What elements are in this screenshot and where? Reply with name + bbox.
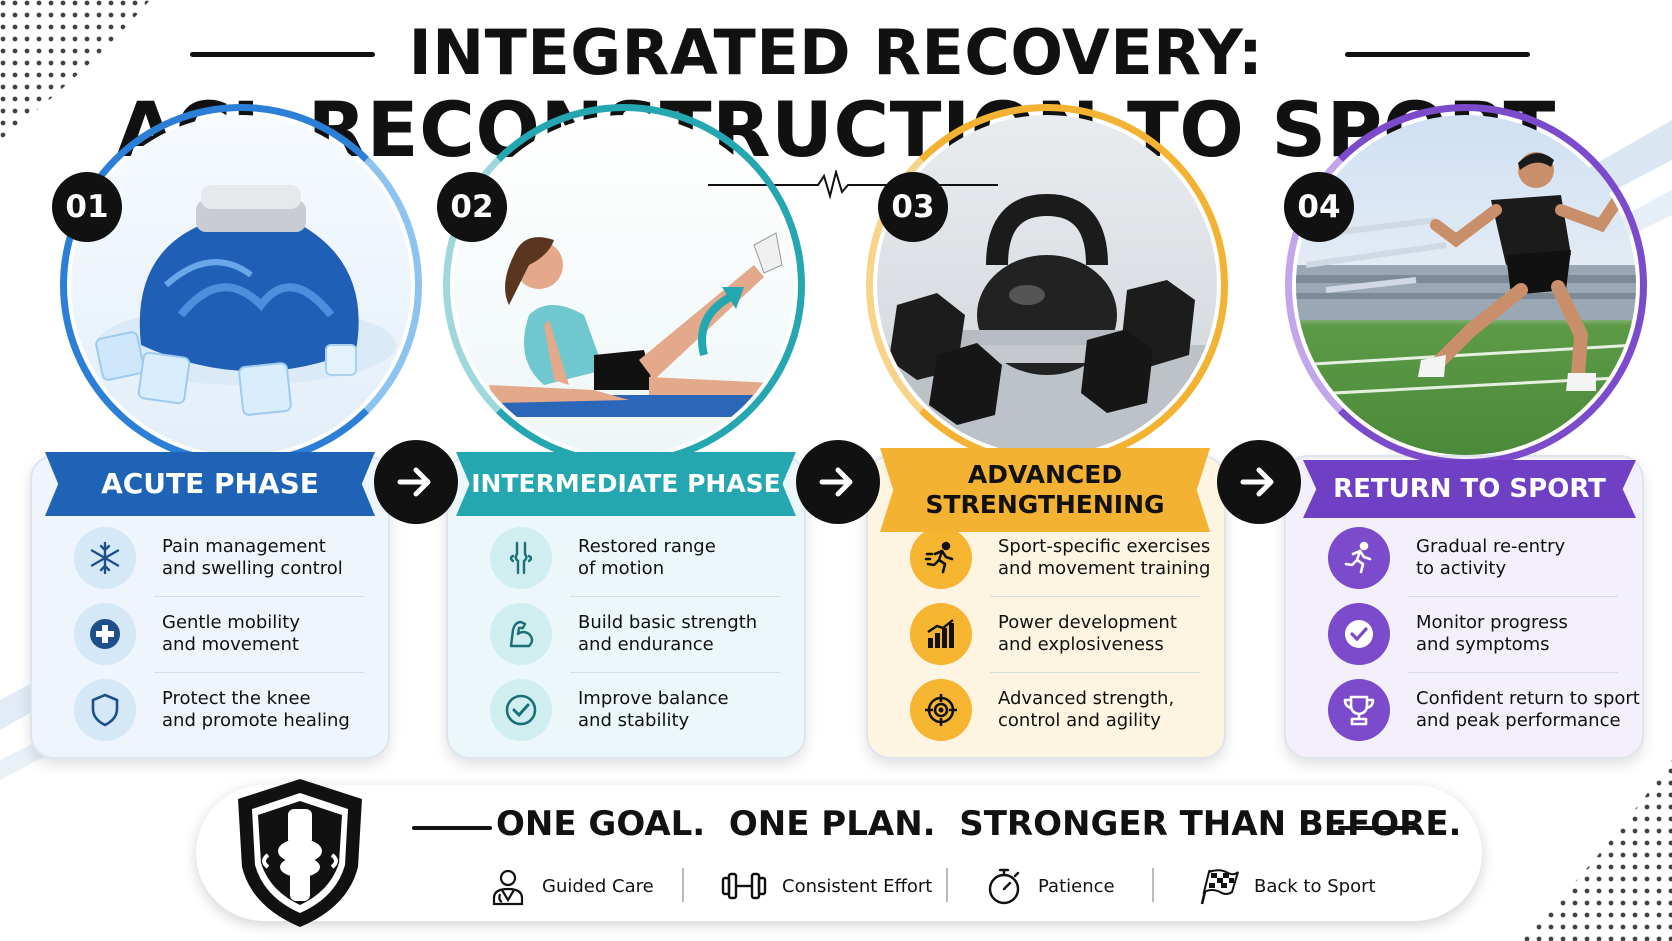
slogan: ONE GOAL. ONE PLAN. STRONGER THAN BEFORE… bbox=[496, 804, 1462, 844]
sprinter-icon bbox=[1296, 152, 1636, 397]
phase-title-intermediate: INTERMEDIATE PHASE bbox=[456, 452, 796, 516]
value-divider bbox=[946, 868, 948, 902]
knee-shield-logo-icon bbox=[238, 779, 362, 927]
phase-item: Confident return to sport and peak perfo… bbox=[1284, 672, 1644, 748]
leg-raise-exercise-icon bbox=[474, 232, 794, 417]
phase-item-text: Advanced strength, control and agility bbox=[998, 688, 1175, 731]
phase-item-text: Gradual re-entry to activity bbox=[1416, 536, 1566, 579]
stopwatch-icon bbox=[988, 868, 1020, 905]
item-divider bbox=[570, 672, 780, 673]
kettlebell-dumbbell-icon bbox=[877, 193, 1217, 455]
medical-cross-icon bbox=[74, 603, 136, 665]
value-guided-care: Guided Care bbox=[488, 864, 654, 908]
arrow-right-icon bbox=[1240, 467, 1274, 497]
phase-item: Sport-specific exercises and movement tr… bbox=[866, 520, 1226, 596]
value-patience: Patience bbox=[984, 864, 1115, 908]
value-back-to-sport: Back to Sport bbox=[1196, 864, 1376, 908]
phase-item: Restored range of motion bbox=[446, 520, 806, 596]
phase-item: Advanced strength, control and agility bbox=[866, 672, 1226, 748]
item-divider bbox=[154, 672, 364, 673]
phase-item-text: Confident return to sport and peak perfo… bbox=[1416, 688, 1640, 731]
phase-title-return: RETURN TO SPORT bbox=[1303, 460, 1636, 518]
step-number-04: 04 bbox=[1284, 172, 1354, 242]
target-icon bbox=[910, 679, 972, 741]
phase-item: Gentle mobility and movement bbox=[30, 596, 390, 672]
checkered-flag-icon bbox=[1200, 869, 1239, 905]
step-number-01: 01 bbox=[52, 172, 122, 242]
arrow-right-icon bbox=[819, 467, 853, 497]
phase-item-text: Restored range of motion bbox=[578, 536, 716, 579]
item-divider bbox=[1408, 596, 1618, 597]
title-rule-right bbox=[1345, 52, 1530, 57]
phase-title-return-text: RETURN TO SPORT bbox=[1333, 474, 1606, 504]
phase-image-sprinter bbox=[1296, 115, 1636, 455]
phase-image-leg-raise bbox=[454, 115, 794, 455]
phase-title-advanced: ADVANCED STRENGTHENING bbox=[880, 448, 1210, 532]
item-divider bbox=[570, 596, 780, 597]
flexed-arm-icon bbox=[490, 603, 552, 665]
phase-item-text: Improve balance and stability bbox=[578, 688, 729, 731]
phase-item-text: Build basic strength and endurance bbox=[578, 612, 758, 655]
next-arrow-3 bbox=[1217, 440, 1301, 524]
value-divider bbox=[1152, 868, 1154, 902]
phase-title-advanced-text: ADVANCED STRENGTHENING bbox=[925, 460, 1165, 519]
phase-item: Monitor progress and symptoms bbox=[1284, 596, 1644, 672]
phase-item: Improve balance and stability bbox=[446, 672, 806, 748]
title-line-2: ACL RECONSTRUCTION TO SPORT bbox=[116, 85, 1556, 174]
phase-image-weights bbox=[877, 115, 1217, 455]
snowflake-icon bbox=[74, 527, 136, 589]
value-label: Guided Care bbox=[542, 875, 654, 897]
shield-icon bbox=[74, 679, 136, 741]
phase-item-text: Power development and explosiveness bbox=[998, 612, 1177, 655]
item-divider bbox=[990, 596, 1200, 597]
item-divider bbox=[154, 596, 364, 597]
slogan-rule-left bbox=[412, 826, 492, 830]
phase-item: Gradual re-entry to activity bbox=[1284, 520, 1644, 596]
arrow-right-icon bbox=[397, 467, 431, 497]
slogan-rule-right bbox=[1338, 826, 1418, 830]
value-consistent-effort: Consistent Effort bbox=[720, 864, 932, 908]
item-divider bbox=[990, 672, 1200, 673]
title-line-1: INTEGRATED RECOVERY: bbox=[408, 16, 1264, 89]
phase-item: Power development and explosiveness bbox=[866, 596, 1226, 672]
ice-pack-icon bbox=[95, 185, 396, 416]
value-label: Patience bbox=[1038, 875, 1115, 897]
next-arrow-1 bbox=[374, 440, 458, 524]
value-divider bbox=[682, 868, 684, 902]
phase-title-intermediate-text: INTERMEDIATE PHASE bbox=[471, 469, 781, 498]
doctor-icon bbox=[492, 869, 524, 906]
bar-chart-icon bbox=[910, 603, 972, 665]
phase-image-ice-pack bbox=[71, 115, 411, 455]
step-number-02: 02 bbox=[437, 172, 507, 242]
dumbbell-icon bbox=[721, 872, 767, 900]
phase-title-acute: ACUTE PHASE bbox=[45, 452, 375, 516]
phase-item-text: Protect the knee and promote healing bbox=[162, 688, 350, 731]
step-number-03: 03 bbox=[878, 172, 948, 242]
phase-title-acute-text: ACUTE PHASE bbox=[101, 467, 319, 500]
heartbeat-line-icon bbox=[708, 170, 998, 200]
page-title: INTEGRATED RECOVERY: ACL RECONSTRUCTION … bbox=[0, 18, 1672, 172]
phase-item-text: Pain management and swelling control bbox=[162, 536, 343, 579]
running-person-icon bbox=[910, 527, 972, 589]
running-person-icon bbox=[1328, 527, 1390, 589]
next-arrow-2 bbox=[796, 440, 880, 524]
phase-item-text: Sport-specific exercises and movement tr… bbox=[998, 536, 1211, 579]
value-label: Back to Sport bbox=[1254, 875, 1376, 897]
title-rule-left bbox=[190, 52, 375, 57]
footer-panel bbox=[196, 785, 1482, 921]
phase-item: Protect the knee and promote healing bbox=[30, 672, 390, 748]
check-circle-icon bbox=[1328, 603, 1390, 665]
trophy-icon bbox=[1328, 679, 1390, 741]
phase-item-text: Gentle mobility and movement bbox=[162, 612, 300, 655]
checkmark-icon bbox=[490, 679, 552, 741]
phase-item-text: Monitor progress and symptoms bbox=[1416, 612, 1568, 655]
phase-item: Pain management and swelling control bbox=[30, 520, 390, 596]
phase-item: Build basic strength and endurance bbox=[446, 596, 806, 672]
value-label: Consistent Effort bbox=[782, 875, 933, 897]
item-divider bbox=[1408, 672, 1618, 673]
knee-joint-icon bbox=[490, 527, 552, 589]
